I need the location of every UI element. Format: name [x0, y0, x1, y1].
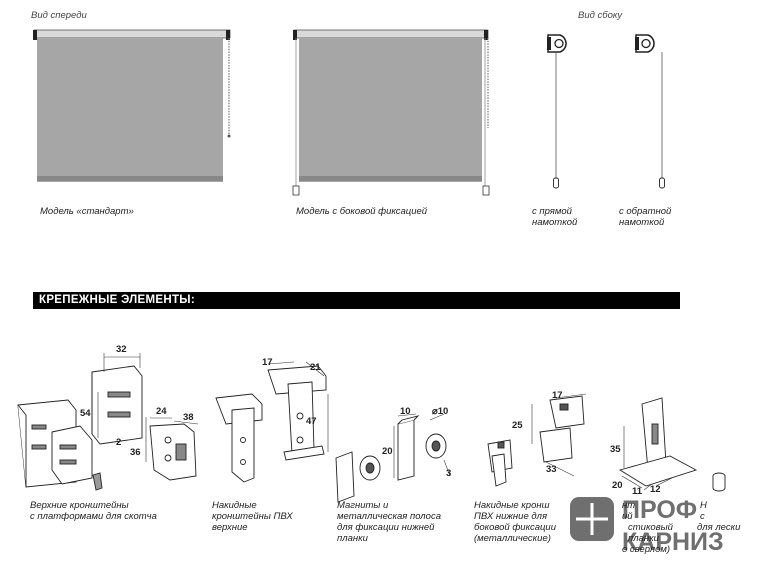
side-view-label: Вид сбоку [578, 10, 623, 21]
caption-line: Магниты и [337, 500, 389, 511]
dim-35: 35 [610, 444, 621, 455]
caption-line: планки [628, 533, 659, 544]
logo-line1: ПРОФ [622, 496, 697, 524]
caption-line: ПВХ нижние для [474, 511, 548, 522]
caption-part-pvc-bottom: Накидные кронш ПВХ нижние для боковой фи… [474, 500, 556, 544]
part-magnets-drawing [335, 415, 447, 503]
dim-32: 32 [116, 344, 127, 355]
brand-logo: ПРОФ КАРНИЗ [570, 496, 724, 556]
dim-24: 24 [156, 406, 167, 417]
part-pvc-bottom-dimlines [531, 393, 587, 477]
caption-line: Накидные кронш [474, 500, 550, 511]
caption-line: Накидные [212, 500, 257, 511]
dim-3: 3 [446, 468, 451, 479]
part-pvc-top-drawing [215, 365, 327, 483]
caption-line: металлическая полоса [337, 511, 441, 522]
dim-21: 21 [310, 362, 321, 373]
side-view-direct-drawing [547, 34, 567, 189]
side-view-reverse-drawing [635, 34, 665, 189]
dim-10: 10 [400, 406, 411, 417]
caption-part-top-brackets: Верхние кронштейны с платформами для ско… [30, 500, 157, 522]
front-view-label: Вид спереди [31, 10, 87, 21]
caption-line: о сверлом) [622, 544, 671, 555]
dim-11: 11 [632, 486, 643, 497]
caption-reverse-line1: с обратной [619, 206, 672, 217]
caption-line: планки [337, 533, 368, 544]
caption-line: кронштейны ПВХ [212, 511, 293, 522]
caption-line: с платформами для скотча [30, 511, 157, 522]
dim-25: 25 [512, 420, 523, 431]
caption-reverse-line2: намоткой [619, 217, 665, 228]
dim-47: 47 [306, 416, 317, 427]
caption-direct-line1: с прямой [532, 206, 572, 217]
part-line-bushing-drawing [712, 472, 726, 492]
caption-direct-line2: намоткой [532, 217, 578, 228]
dim-d10: ⌀10 [432, 406, 448, 417]
caption-line: для фиксации нижней [337, 522, 435, 533]
caption-part-magnets: Магниты и металлическая полоса для фикса… [337, 500, 441, 544]
caption-direct: с прямой намоткой [532, 206, 577, 228]
blind-standard-drawing [33, 29, 231, 182]
caption-line: Верхние кронштейны [30, 500, 129, 511]
caption-line: Н [700, 500, 707, 511]
dim-54: 54 [80, 408, 91, 419]
dim-17-bottom: 17 [552, 390, 563, 401]
dim-33: 33 [546, 464, 557, 475]
part-plastic-stand-dimlines [621, 426, 673, 491]
caption-line: боковой фиксации [474, 522, 556, 533]
part-pvc-bottom-drawing [487, 395, 585, 487]
dim-17-pvc: 17 [262, 357, 273, 368]
dim-20-magnet: 20 [382, 446, 393, 457]
caption-reverse: с обратной намоткой [619, 206, 671, 228]
dim-38: 38 [183, 412, 194, 423]
part-top-brackets-drawing [17, 365, 197, 491]
caption-part-plastic-stand: нт ий стиковый планки о сверлом) [622, 500, 673, 555]
dim-12: 12 [650, 484, 661, 495]
part-plastic-stand-drawing [618, 397, 698, 487]
caption-line: нт [622, 500, 636, 511]
blind-side-fix-drawing [292, 29, 490, 196]
part-pvc-top-dimlines [267, 361, 329, 452]
caption-line: для лески [697, 522, 741, 533]
dim-2: 2 [116, 437, 121, 448]
caption-line: ий [622, 511, 633, 522]
caption-line: верхние [212, 522, 248, 533]
part-magnets-dimlines [393, 413, 451, 478]
dim-20-stand: 20 [612, 480, 623, 491]
caption-line: с [700, 511, 705, 522]
part-top-brackets-dimlines [97, 353, 199, 462]
dim-36: 36 [130, 447, 141, 458]
section-title: КРЕПЕЖНЫЕ ЭЛЕМЕНТЫ: [39, 294, 195, 306]
section-title-bar: КРЕПЕЖНЫЕ ЭЛЕМЕНТЫ: [33, 292, 680, 309]
caption-line: (металлические) [474, 533, 551, 544]
logo-line2: КАРНИЗ [622, 528, 724, 556]
caption-side-fix: Модель с боковой фиксацией [296, 206, 428, 217]
caption-part-line-bushing: Н с для лески [697, 500, 741, 533]
caption-part-pvc-top: Накидные кронштейны ПВХ верхние [212, 500, 293, 533]
caption-standard: Модель «стандарт» [40, 206, 134, 217]
caption-line: стиковый [628, 522, 673, 533]
